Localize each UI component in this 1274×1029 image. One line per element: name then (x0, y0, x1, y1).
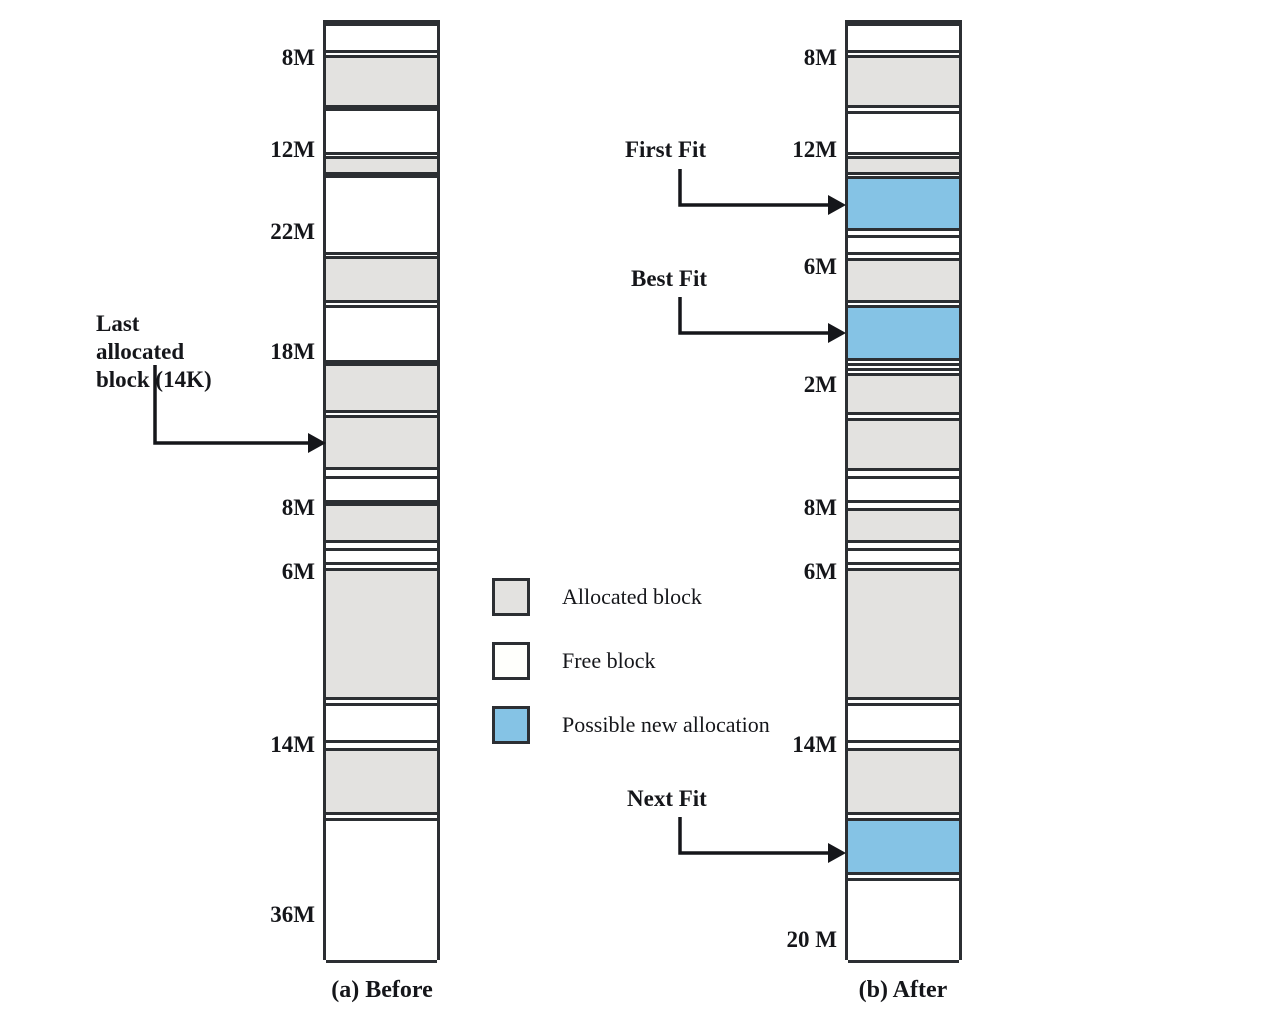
legend-swatch-new-allocation-icon (492, 706, 530, 744)
size-label: 6M (281, 559, 315, 584)
memory-column-after (845, 20, 962, 963)
memory-block-allocated (326, 55, 437, 108)
legend-swatch-allocated-icon (492, 578, 530, 616)
size-label: 14M (270, 732, 315, 757)
memory-block-free (848, 878, 959, 963)
legend-item-allocated: Allocated block (492, 565, 762, 629)
legend-swatch-free-icon (492, 642, 530, 680)
memory-block-allocated (848, 258, 959, 303)
legend: Allocated block Free block Possible new … (492, 565, 770, 757)
memory-block-free (848, 548, 959, 565)
memory-block-allocated (848, 568, 959, 700)
memory-block-free (326, 23, 437, 53)
memory-block-free (326, 175, 437, 255)
memory-block-newalloc (848, 305, 959, 361)
size-label: 36M (270, 902, 315, 927)
size-label: 18M (270, 339, 315, 364)
memory-block-allocated (326, 415, 437, 470)
memory-block-allocated (848, 508, 959, 543)
annotation-first-fit: First Fit (625, 137, 707, 162)
memory-block-free (848, 703, 959, 743)
legend-label-allocated: Allocated block (562, 584, 702, 609)
size-label: 8M (803, 45, 837, 70)
size-label: 12M (270, 137, 315, 162)
size-label: 14M (792, 732, 837, 757)
memory-block-free (326, 818, 437, 963)
size-label: 2M (803, 372, 837, 397)
memory-block-allocated (326, 748, 437, 815)
arrow-last-allocated-block (153, 365, 326, 453)
size-label: 12M (792, 137, 837, 162)
memory-block-free (848, 363, 959, 371)
memory-block-free (326, 476, 437, 503)
size-label: 6M (803, 559, 837, 584)
memory-block-free (326, 548, 437, 565)
memory-block-newalloc (848, 818, 959, 875)
memory-block-free (848, 235, 959, 255)
size-label: 22M (270, 219, 315, 244)
legend-label-free: Free block (562, 648, 656, 673)
memory-block-free (848, 23, 959, 53)
memory-block-free (326, 703, 437, 743)
memory-block-free (848, 111, 959, 155)
memory-column-before (323, 20, 440, 963)
size-label: 20 M (786, 927, 837, 952)
memory-block-allocated (326, 568, 437, 700)
size-label: 8M (281, 45, 315, 70)
legend-label-newalloc: Possible new allocation (562, 712, 770, 737)
memory-block-allocated (848, 55, 959, 108)
memory-block-allocated (848, 748, 959, 815)
memory-block-allocated (848, 373, 959, 415)
legend-item-free: Free block (492, 629, 762, 693)
memory-block-allocated (848, 418, 959, 471)
annotation-best-fit: Best Fit (631, 266, 708, 291)
memory-block-allocated (326, 503, 437, 543)
memory-block-free (326, 305, 437, 363)
memory-block-free (848, 476, 959, 503)
arrow-best-fit (678, 297, 846, 343)
size-label: 8M (281, 495, 315, 520)
size-label: 6M (803, 254, 837, 279)
size-label: 8M (803, 495, 837, 520)
memory-block-newalloc (848, 176, 959, 231)
memory-block-allocated (848, 156, 959, 175)
memory-block-allocated (326, 156, 437, 175)
annotation-last-allocated-block: Last allocated block (14K) (96, 311, 212, 393)
arrow-first-fit (678, 169, 846, 215)
caption-before: (a) Before (331, 977, 433, 1003)
memory-block-free (326, 108, 437, 155)
annotation-next-fit: Next Fit (627, 786, 707, 811)
memory-block-allocated (326, 363, 437, 413)
legend-item-newalloc: Possible new allocation (492, 693, 770, 757)
memory-block-allocated (326, 256, 437, 303)
arrow-next-fit (678, 817, 846, 863)
caption-after: (b) After (858, 977, 948, 1003)
